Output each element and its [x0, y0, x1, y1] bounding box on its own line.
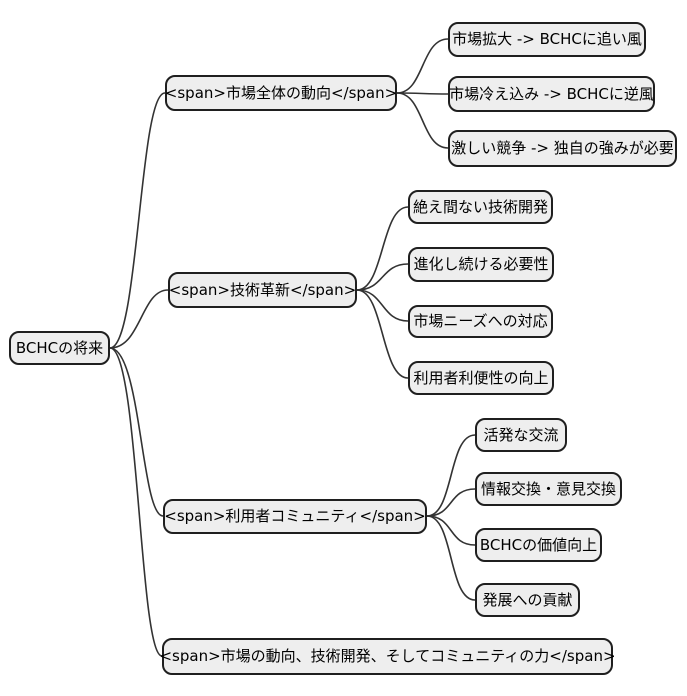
child-fierce-competition: 激しい競争 -> 独自の強みが必要: [448, 130, 677, 167]
child-development-contribution: 発展への貢献: [475, 583, 580, 617]
edge-branch2-to-continuous-evolution: [356, 263, 409, 291]
edge-branch2-to-user-convenience: [356, 289, 409, 379]
branch-user-community: <span>利用者コミュニティ</span>: [163, 499, 427, 534]
edge-root-to-branch-summary: [109, 347, 163, 657]
child-market-cooldown: 市場冷え込み -> BCHCに逆風: [448, 76, 655, 112]
edge-root-to-branch-tech-innovation: [109, 289, 169, 349]
child-market-expansion: 市場拡大 -> BCHCに追い風: [448, 22, 646, 57]
edge-branch2-to-market-needs: [356, 289, 409, 322]
child-active-exchange: 活発な交流: [475, 418, 567, 452]
edge-branch3-to-value-increase: [426, 515, 476, 546]
edge-branch3-to-active-exchange: [426, 434, 476, 517]
child-market-needs-response: 市場ニーズへの対応: [408, 305, 553, 338]
child-user-convenience-improvement: 利用者利便性の向上: [408, 361, 554, 395]
root-node: BCHCの将来: [9, 331, 110, 365]
child-bchc-value-increase: BCHCの価値向上: [475, 528, 602, 562]
edge-branch1-to-market-expansion: [396, 38, 449, 94]
branch-summary: <span>市場の動向、技術開発、そしてコミュニティの力</span>: [159, 638, 616, 675]
branch-tech-innovation: <span>技術革新</span>: [168, 272, 357, 308]
edge-branch1-to-fierce-competition: [396, 92, 449, 149]
edge-branch3-to-information-exchange: [426, 488, 476, 517]
child-constant-tech-development: 絶え間ない技術開発: [408, 190, 553, 224]
edge-root-to-branch-user-community: [109, 347, 164, 517]
edge-branch3-to-development-contribution: [426, 515, 476, 601]
branch-market-trends: <span>市場全体の動向</span>: [165, 75, 397, 111]
child-continuous-evolution: 進化し続ける必要性: [408, 247, 554, 282]
child-information-exchange: 情報交換・意見交換: [475, 472, 622, 506]
edge-branch2-to-constant-development: [356, 206, 409, 291]
edge-root-to-branch-market-trends: [109, 92, 166, 349]
edge-branch1-to-market-cooldown: [396, 92, 449, 95]
